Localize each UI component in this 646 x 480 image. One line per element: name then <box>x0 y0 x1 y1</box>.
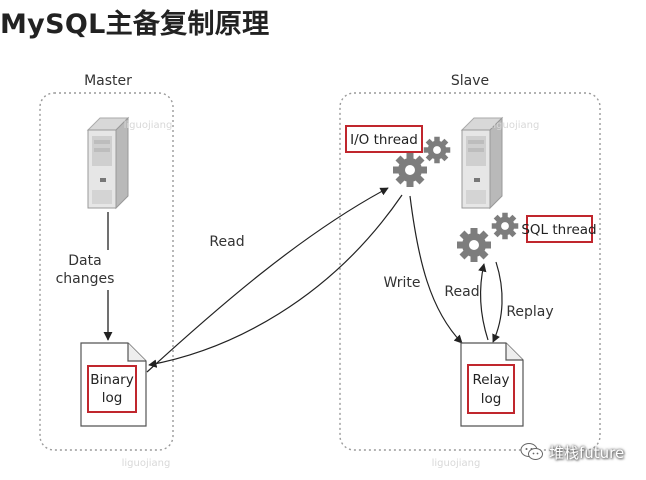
relay-log-label-1: Relay <box>472 372 509 388</box>
slave-heading: Slave <box>451 73 489 89</box>
master-heading: Master <box>84 73 132 89</box>
watermark-bottom-left: liguojiang <box>122 458 171 469</box>
io-thread-gear-icon <box>393 153 427 187</box>
sql-thread-label: SQL thread <box>521 222 596 238</box>
relay-log-highlight <box>467 364 515 414</box>
master-frame <box>39 92 174 451</box>
relay-read-arrow <box>478 263 489 341</box>
relay-log-label-2: log <box>481 391 502 407</box>
binary-log-document: Binary log <box>80 342 147 427</box>
io-thread-highlight <box>345 125 423 153</box>
binary-log-label-1: Binary <box>90 372 133 388</box>
read-label-right: Read <box>444 284 479 300</box>
slave-frame <box>339 92 601 451</box>
data-changes-label-2: changes <box>56 271 115 287</box>
watermark-bottom-right: liguojiang <box>432 458 481 469</box>
write-arrow <box>409 195 463 344</box>
sql-thread-highlight <box>526 215 593 243</box>
wechat-badge: 堆栈future <box>520 441 624 463</box>
replay-arrow <box>492 261 503 343</box>
read-request-arrow <box>146 187 389 373</box>
io-thread-gear-small-icon <box>423 136 451 164</box>
master-server-icon <box>87 117 129 209</box>
wechat-icon <box>520 443 543 460</box>
io-thread-label: I/O thread <box>350 132 418 148</box>
page-title: MySQL主备复制原理 <box>0 9 270 40</box>
watermark-slave: liguojiang <box>491 120 540 131</box>
replay-label: Replay <box>506 304 553 320</box>
sql-thread-gear-icon <box>457 228 491 262</box>
read-label-left: Read <box>209 234 244 250</box>
sql-thread-gear-small-icon <box>491 212 519 240</box>
binary-log-highlight <box>87 365 137 413</box>
relay-log-document: Relay log <box>460 342 524 427</box>
binary-log-label-2: log <box>102 390 123 406</box>
watermark-master: liguojiang <box>124 120 173 131</box>
slave-server-icon <box>461 117 503 209</box>
data-changes-label-1: Data <box>68 253 101 269</box>
wechat-brand: 堆栈future <box>549 443 625 462</box>
read-response-arrow <box>148 194 403 368</box>
write-label: Write <box>384 275 421 291</box>
